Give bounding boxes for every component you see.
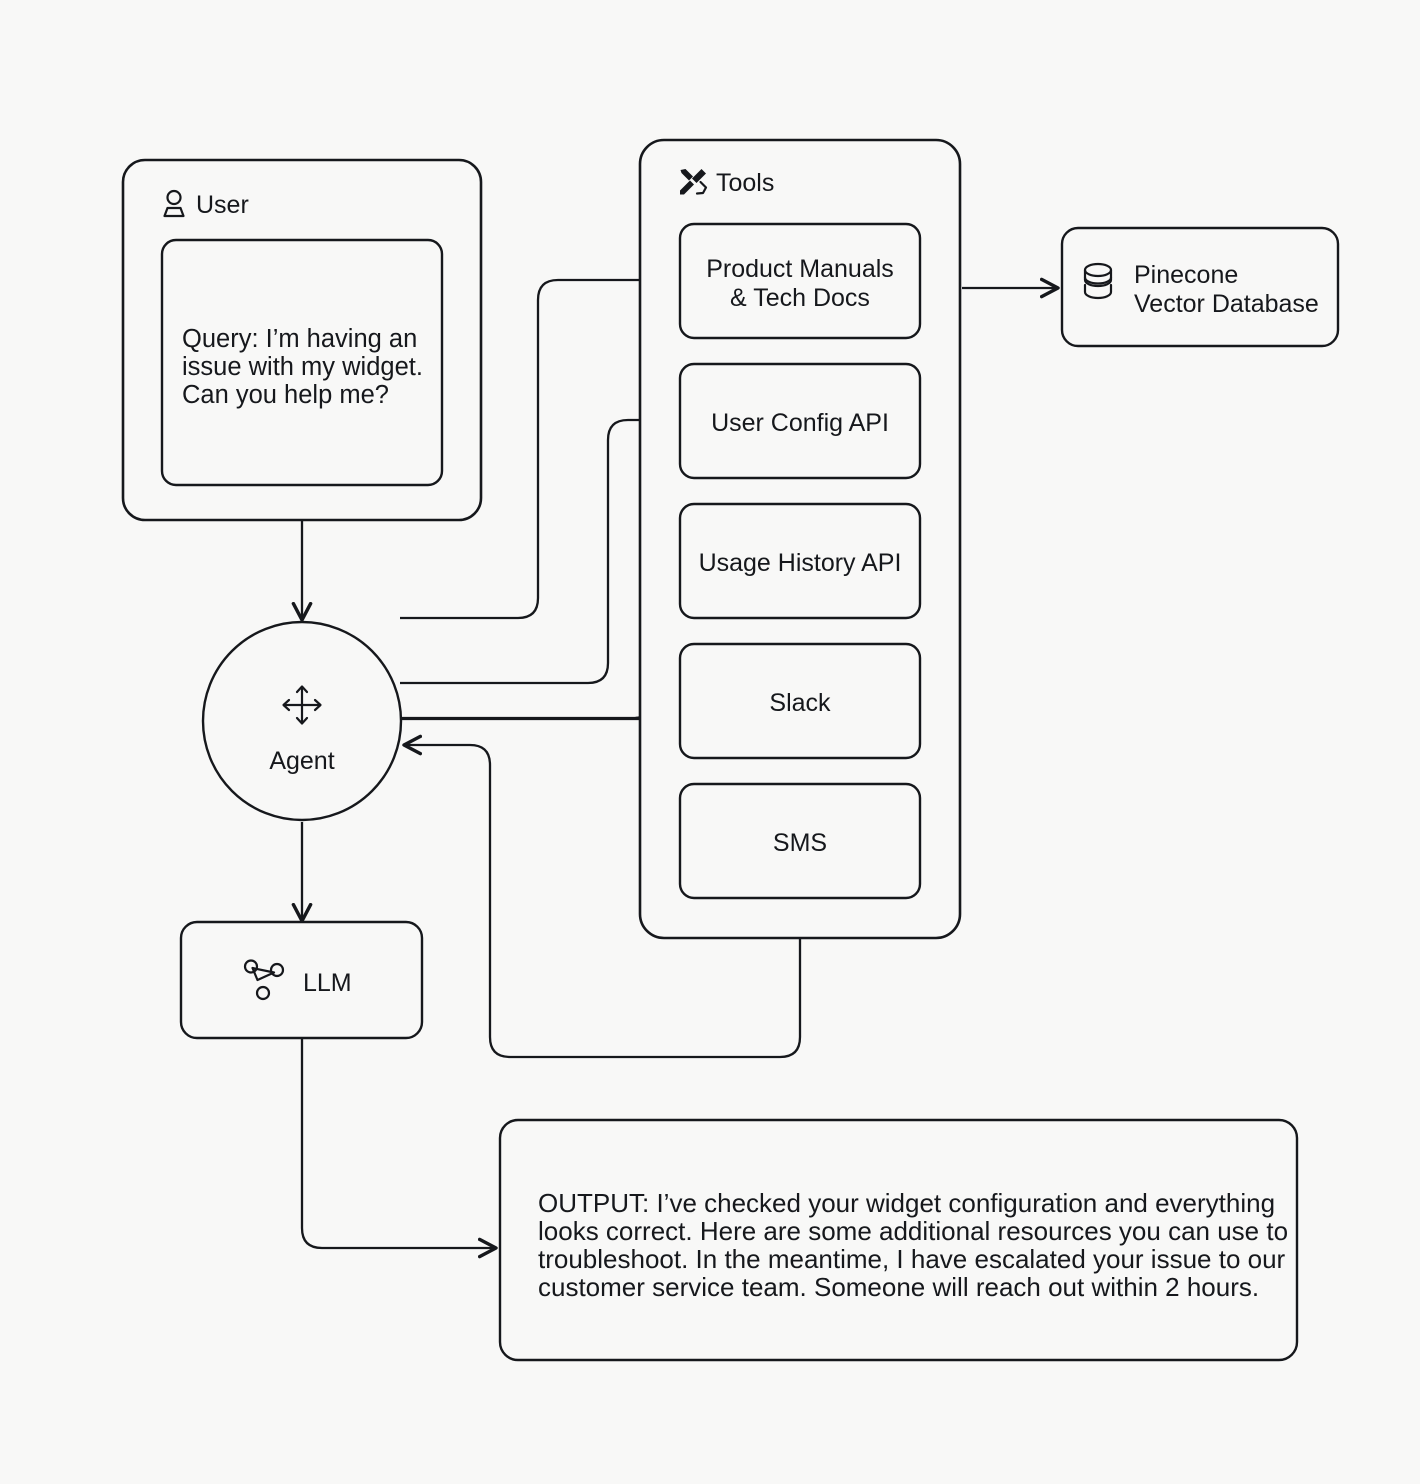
connector-llm-to-output <box>300 1038 498 1259</box>
tool-label-sms: SMS <box>773 829 827 857</box>
move-arrows-icon <box>282 685 322 725</box>
connector-agent-to-product-manuals <box>400 269 670 620</box>
tool-box-usage-history-api[interactable] <box>678 502 922 620</box>
tool-box-product-manuals[interactable] <box>678 222 922 340</box>
output-node: OUTPUT: I’ve checked your widget configu… <box>498 1118 1299 1362</box>
vector-database-box[interactable] <box>1060 226 1340 348</box>
agent-label: Agent <box>269 747 334 775</box>
llm-node[interactable]: LLM <box>179 920 424 1040</box>
user-query-line-2: issue with my widget. <box>182 353 423 381</box>
user-query-line-3: Can you help me? <box>182 381 389 409</box>
tool-item-product-manuals[interactable]: Product Manuals & Tech Docs <box>678 222 922 340</box>
tool-item-user-config-api[interactable]: User Config API <box>678 362 922 480</box>
user-query-box <box>160 238 444 487</box>
tool-label-usage-history-api: Usage History API <box>699 549 902 577</box>
tool-box-sms[interactable] <box>678 782 922 900</box>
output-line-4: customer service team. Someone will reac… <box>538 1272 1259 1302</box>
database-icon <box>1083 262 1113 300</box>
tool-item-slack[interactable]: Slack <box>678 642 922 760</box>
user-panel-title: User <box>196 191 249 219</box>
tool-label-user-config-api: User Config API <box>711 409 889 437</box>
tool-item-sms[interactable]: SMS <box>678 782 922 900</box>
vector-database-label-line-1: Pinecone <box>1134 261 1238 289</box>
tool-box-slack[interactable] <box>678 642 922 760</box>
connector-tools-to-agent-return <box>402 734 802 1059</box>
agent-node[interactable]: Agent <box>201 620 403 822</box>
hammer-wrench-icon <box>680 169 708 195</box>
tool-label-product-manuals-line-2: & Tech Docs <box>730 284 870 312</box>
user-query-line-1: Query: I’m having an <box>182 325 417 353</box>
llm-label: LLM <box>303 969 352 997</box>
tools-panel: Tools Product Manuals & Tech Docs User C… <box>638 138 962 940</box>
vector-database-node[interactable]: Pinecone Vector Database <box>1060 226 1340 348</box>
output-box <box>498 1118 1299 1362</box>
network-graph-icon <box>243 959 285 1001</box>
person-icon <box>163 189 185 218</box>
tool-label-product-manuals-line-1: Product Manuals <box>706 255 894 283</box>
tool-label-slack: Slack <box>769 689 831 717</box>
tool-box-user-config-api[interactable] <box>678 362 922 480</box>
output-line-3: troubleshoot. In the meantime, I have es… <box>538 1244 1286 1274</box>
vector-database-label-line-2: Vector Database <box>1134 290 1319 318</box>
connector-agent-to-user-config-api <box>400 409 670 685</box>
tool-item-usage-history-api[interactable]: Usage History API <box>678 502 922 620</box>
tools-panel-title: Tools <box>716 169 774 197</box>
llm-box[interactable] <box>179 920 424 1040</box>
output-line-2: looks correct. Here are some additional … <box>538 1216 1288 1246</box>
connector-agent-to-usage-history-api <box>400 549 687 720</box>
output-line-1: OUTPUT: I’ve checked your widget configu… <box>538 1188 1275 1218</box>
user-panel: User Query: I’m having an issue with my … <box>121 158 483 522</box>
